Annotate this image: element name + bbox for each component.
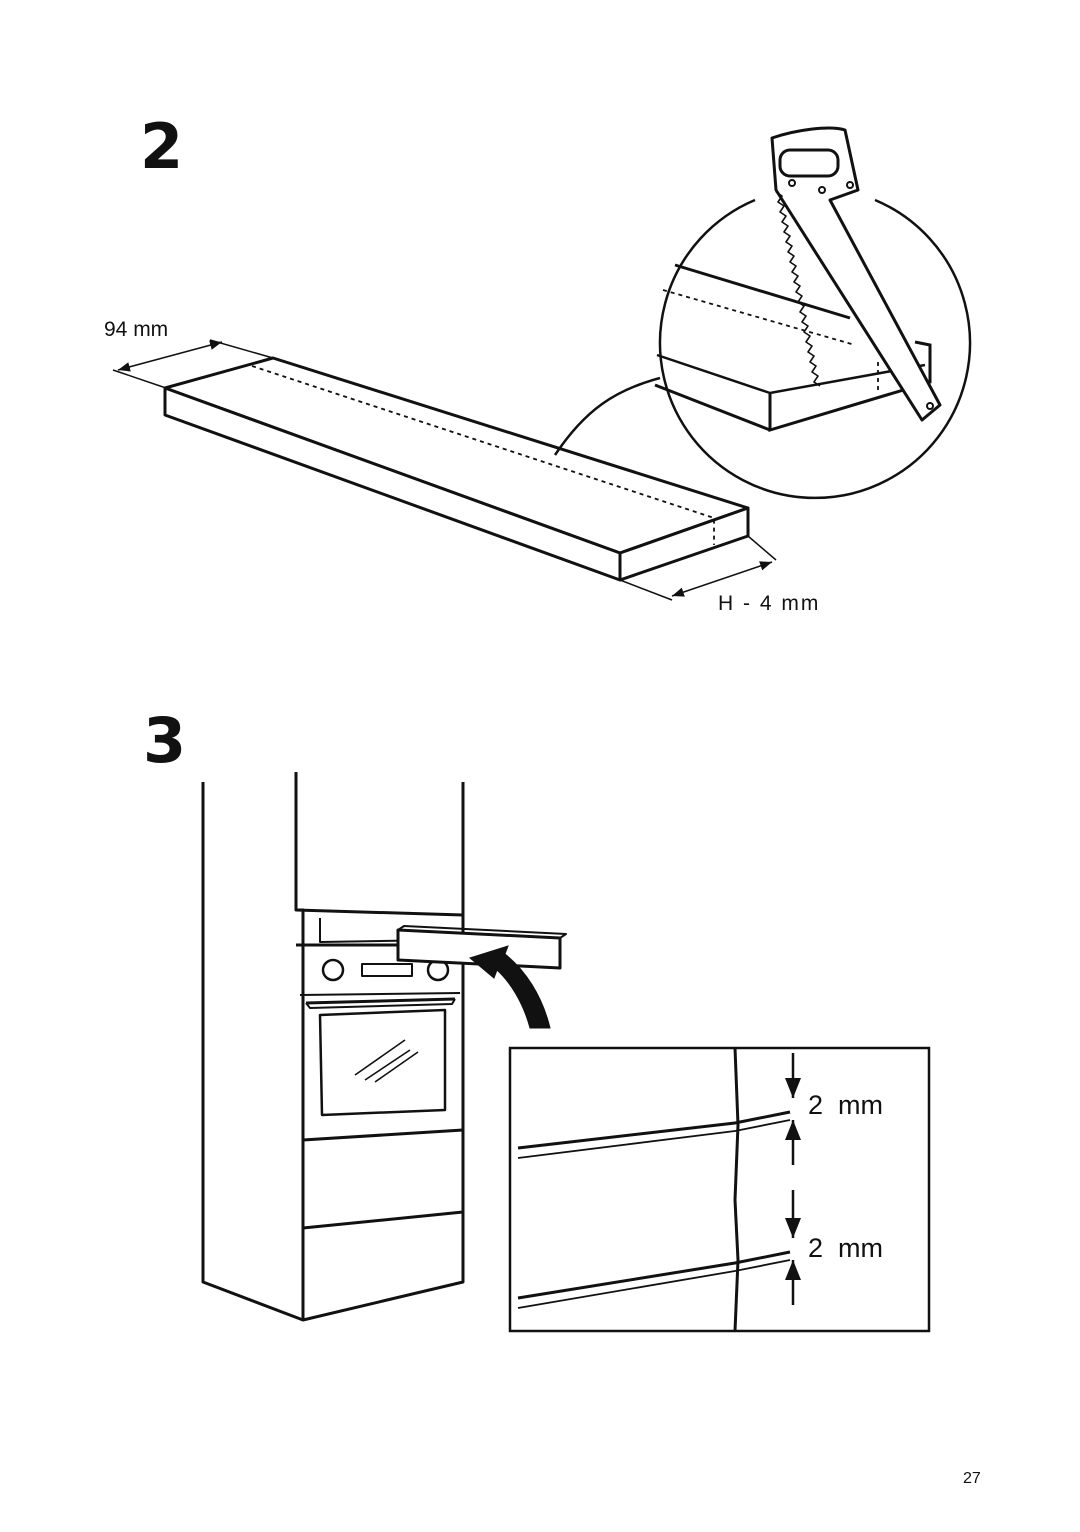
detail-circle <box>654 198 972 500</box>
saw-icon <box>770 126 942 422</box>
board-drawing <box>163 356 750 582</box>
height-dimension <box>619 535 777 601</box>
step-3-number: 3 <box>143 704 187 777</box>
height-label: H - 4 mm <box>718 592 821 615</box>
width-label: 94 mm <box>104 318 169 341</box>
callout-pointer <box>553 376 661 456</box>
gap-bottom-label: 2 mm <box>808 1233 884 1263</box>
fit-direction-arrow <box>468 945 551 1029</box>
gap-top-label: 2 mm <box>808 1090 884 1120</box>
width-dimension <box>112 339 274 389</box>
cabinet-drawing <box>201 772 567 1322</box>
step-2-number: 2 <box>140 110 184 183</box>
gap-detail-box <box>508 1046 931 1333</box>
page-number: 27 <box>963 1470 981 1487</box>
